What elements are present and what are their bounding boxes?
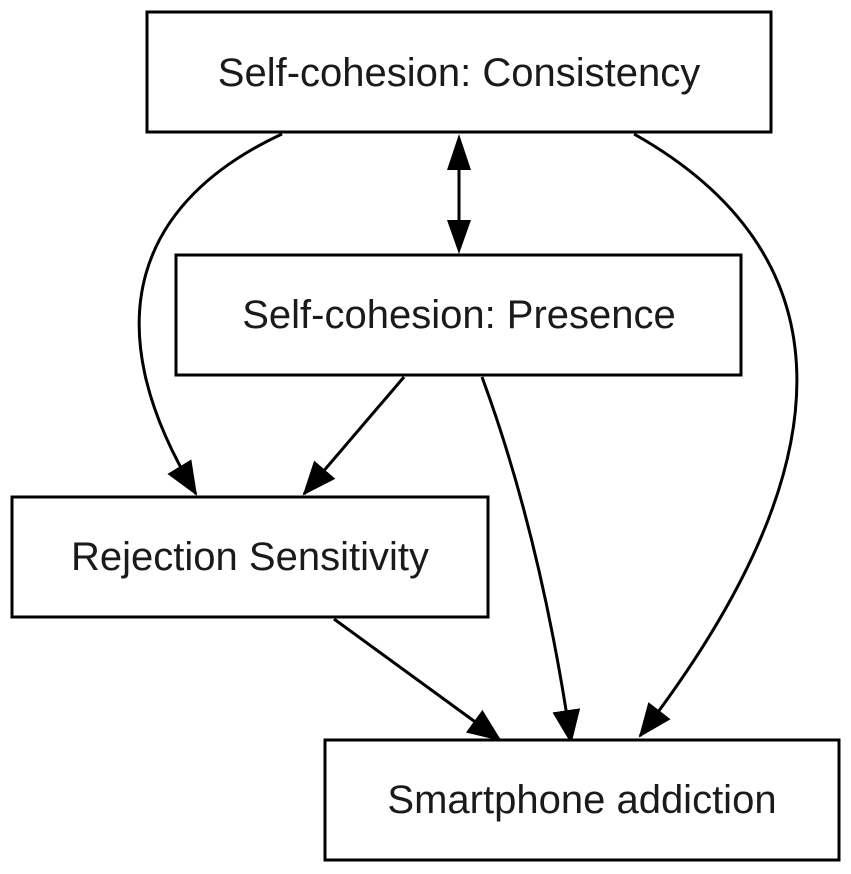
edge-consistency-to-rejection	[137, 132, 283, 496]
edge-presence-to-addiction	[480, 376, 581, 744]
node-self-cohesion-presence: Self-cohesion: Presence	[174, 253, 743, 377]
node-box-consistency	[145, 10, 773, 134]
node-box-addiction	[323, 738, 841, 862]
node-label-rejection: Rejection Sensitivity	[71, 535, 429, 579]
node-self-cohesion-consistency: Self-cohesion: Consistency	[145, 10, 773, 134]
node-label-presence: Self-cohesion: Presence	[242, 293, 676, 337]
node-smartphone-addiction: Smartphone addiction	[323, 738, 841, 862]
edge-rejection-to-addiction	[333, 617, 502, 742]
arrowhead-down-to-presence	[447, 220, 471, 254]
node-label-addiction: Smartphone addiction	[387, 778, 776, 822]
edge-consistency-to-addiction	[633, 132, 799, 738]
node-rejection-sensitivity: Rejection Sensitivity	[10, 495, 490, 619]
node-box-presence	[174, 253, 743, 377]
node-label-consistency: Self-cohesion: Consistency	[218, 51, 700, 95]
node-box-rejection	[10, 495, 490, 619]
edge-presence-to-rejection	[302, 376, 406, 496]
arrowhead-up-to-consistency	[447, 134, 471, 170]
